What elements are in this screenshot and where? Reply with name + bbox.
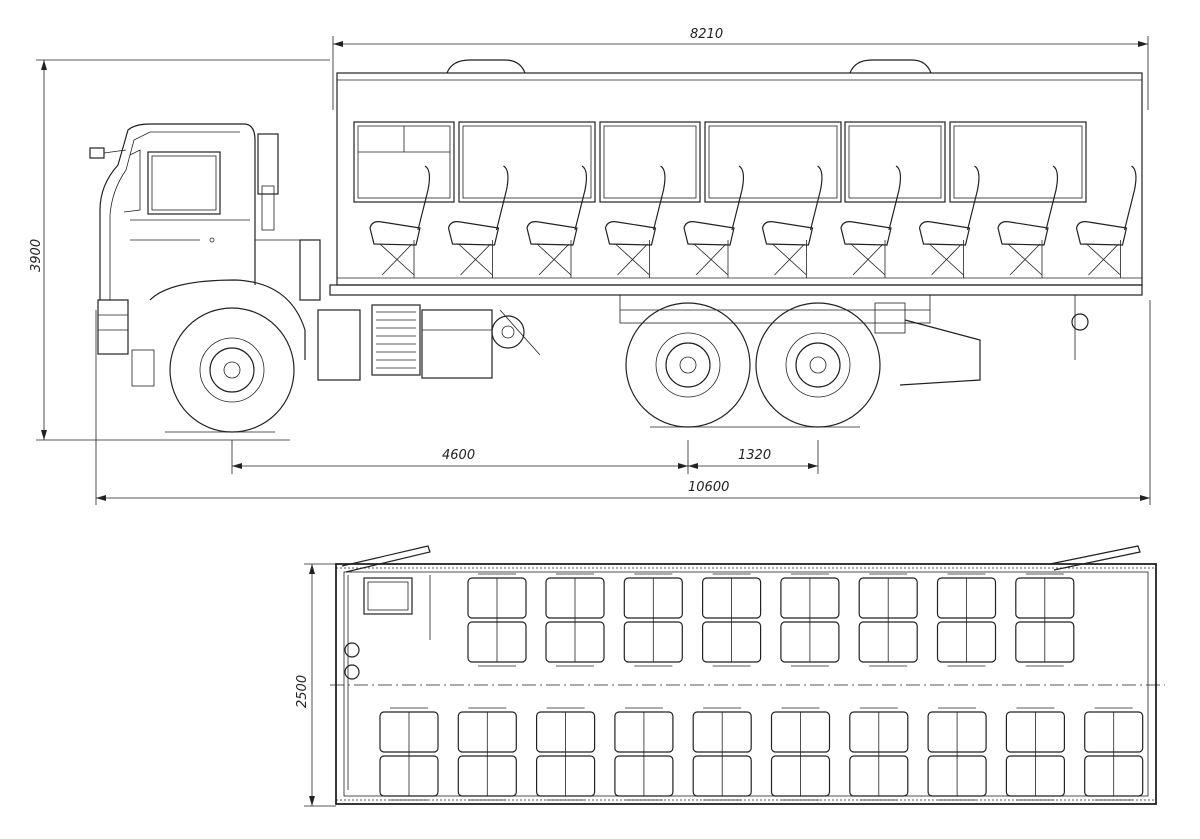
side-seat (761, 165, 823, 278)
side-seat (447, 165, 509, 278)
dimension-label-height: 3900 (29, 239, 44, 272)
plan-seat-pair (1015, 573, 1075, 667)
side-seat (997, 165, 1059, 278)
plan-seat-pair (623, 573, 683, 667)
plan-seats-bottom (379, 707, 1144, 801)
side-seat (840, 165, 902, 278)
plan-seat-pair (614, 707, 674, 801)
plan-seat-pair (379, 707, 439, 801)
dimension-body-width: 2500 (295, 563, 336, 807)
plan-seat-pair (545, 573, 605, 667)
truck-cab (89, 123, 321, 387)
side-seat (369, 165, 431, 278)
dimension-label-wheelbase-front: 4600 (442, 448, 475, 463)
dimension-overall-length: 10600 (95, 300, 1151, 505)
side-seat (1075, 165, 1137, 278)
plan-seat-pair (858, 573, 918, 667)
plan-seat-pair (535, 707, 596, 801)
side-seat (683, 165, 745, 278)
dimension-wheelbase: 4600 1320 (231, 440, 819, 474)
rear-wheel-2 (755, 302, 881, 428)
plan-seat-pair (770, 707, 831, 801)
front-wheel (165, 307, 295, 433)
dimension-height: 3900 (29, 59, 330, 441)
side-seats (369, 165, 1137, 278)
plan-view: 2500 (295, 545, 1165, 807)
plan-seat-pair (927, 707, 987, 801)
side-view: 8210 3900 (29, 27, 1151, 505)
side-windows (353, 121, 1087, 203)
rear-wheel-1 (625, 302, 751, 428)
plan-seat-pair (467, 573, 527, 667)
dimension-label-body-width: 2500 (295, 675, 310, 708)
plan-seat-pair (936, 573, 997, 667)
plan-seat-pair (1005, 707, 1066, 801)
plan-seat-pair (692, 707, 752, 801)
dimension-label-overall-length: 10600 (688, 480, 729, 495)
plan-seat-pair (849, 707, 909, 801)
plan-seat-pair (457, 707, 517, 801)
dimension-body-length: 8210 (332, 27, 1149, 110)
chassis-components (317, 295, 1089, 386)
plan-seats-top (467, 573, 1075, 667)
side-seat (604, 165, 666, 278)
plan-seat-pair (1084, 707, 1144, 801)
side-seat (526, 165, 588, 278)
passenger-body (329, 59, 1143, 324)
dimension-label-body-length: 8210 (690, 27, 723, 42)
dimension-label-wheelbase-rear: 1320 (738, 448, 771, 463)
plan-seat-pair (780, 573, 840, 667)
plan-seat-pair (701, 573, 762, 667)
side-seat (918, 165, 980, 278)
